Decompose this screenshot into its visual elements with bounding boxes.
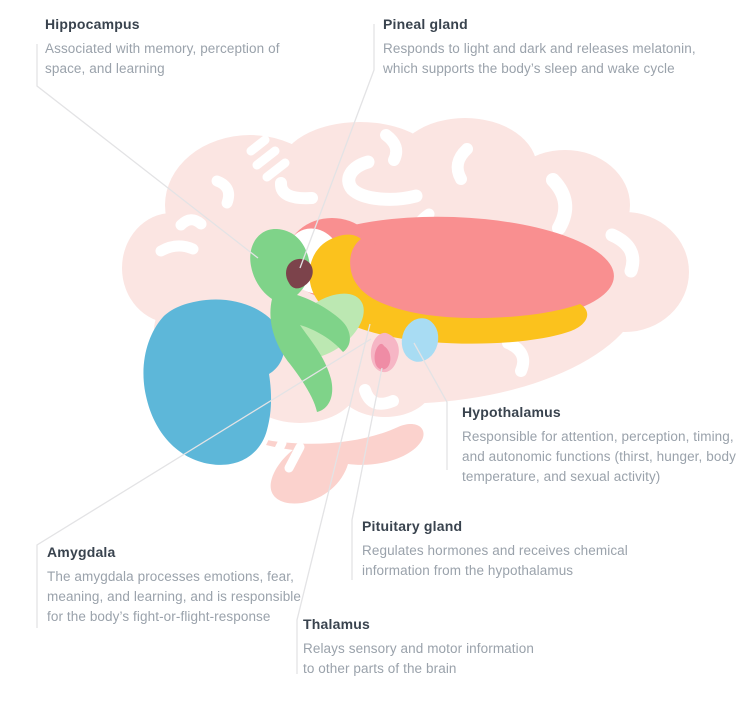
cortex-squiggles xyxy=(155,129,640,473)
label-pineal-gland: Pineal gland Responds to light and dark … xyxy=(383,15,696,79)
yellow-band-shape xyxy=(309,234,588,344)
leader-hippocampus xyxy=(36,44,259,259)
leader-amygdala xyxy=(36,338,372,628)
amygdala-shape xyxy=(143,299,285,465)
label-thalamus: Thalamus Relays sensory and motor inform… xyxy=(303,615,534,679)
amygdala-description: The amygdala processes emotions, fear, m… xyxy=(47,569,302,624)
pineal-description: Responds to light and dark and releases … xyxy=(383,41,696,76)
thalamus-title: Thalamus xyxy=(303,616,370,632)
thalamus-description: Relays sensory and motor information to … xyxy=(303,641,534,676)
hypothalamus-description: Responsible for attention, perception, t… xyxy=(462,429,736,484)
pineal-title: Pineal gland xyxy=(383,16,468,32)
pituitary-title: Pituitary gland xyxy=(362,518,463,534)
hypothalamus-title: Hypothalamus xyxy=(462,404,561,420)
leader-hypothalamus xyxy=(413,342,448,470)
hippocampus-shape xyxy=(250,228,350,412)
hypothalamus-shape xyxy=(401,318,439,362)
label-amygdala: Amygdala The amygdala processes emotions… xyxy=(47,543,301,627)
label-hippocampus: Hippocampus Associated with memory, perc… xyxy=(45,15,280,79)
pituitary-swoosh xyxy=(374,343,391,370)
leader-lines xyxy=(36,24,448,674)
label-hypothalamus: Hypothalamus Responsible for attention, … xyxy=(462,403,736,487)
hippocampus-description: Associated with memory, perception of sp… xyxy=(45,41,280,76)
leader-thalamus xyxy=(296,323,371,674)
pituitary-description: Regulates hormones and receives chemical… xyxy=(362,543,628,578)
label-pituitary-gland: Pituitary gland Regulates hormones and r… xyxy=(362,517,628,581)
amygdala-title: Amygdala xyxy=(47,544,116,560)
hippocampus-title: Hippocampus xyxy=(45,16,140,32)
pineal-shape xyxy=(286,258,313,289)
leader-pineal xyxy=(299,24,375,269)
leader-pituitary xyxy=(351,367,383,580)
